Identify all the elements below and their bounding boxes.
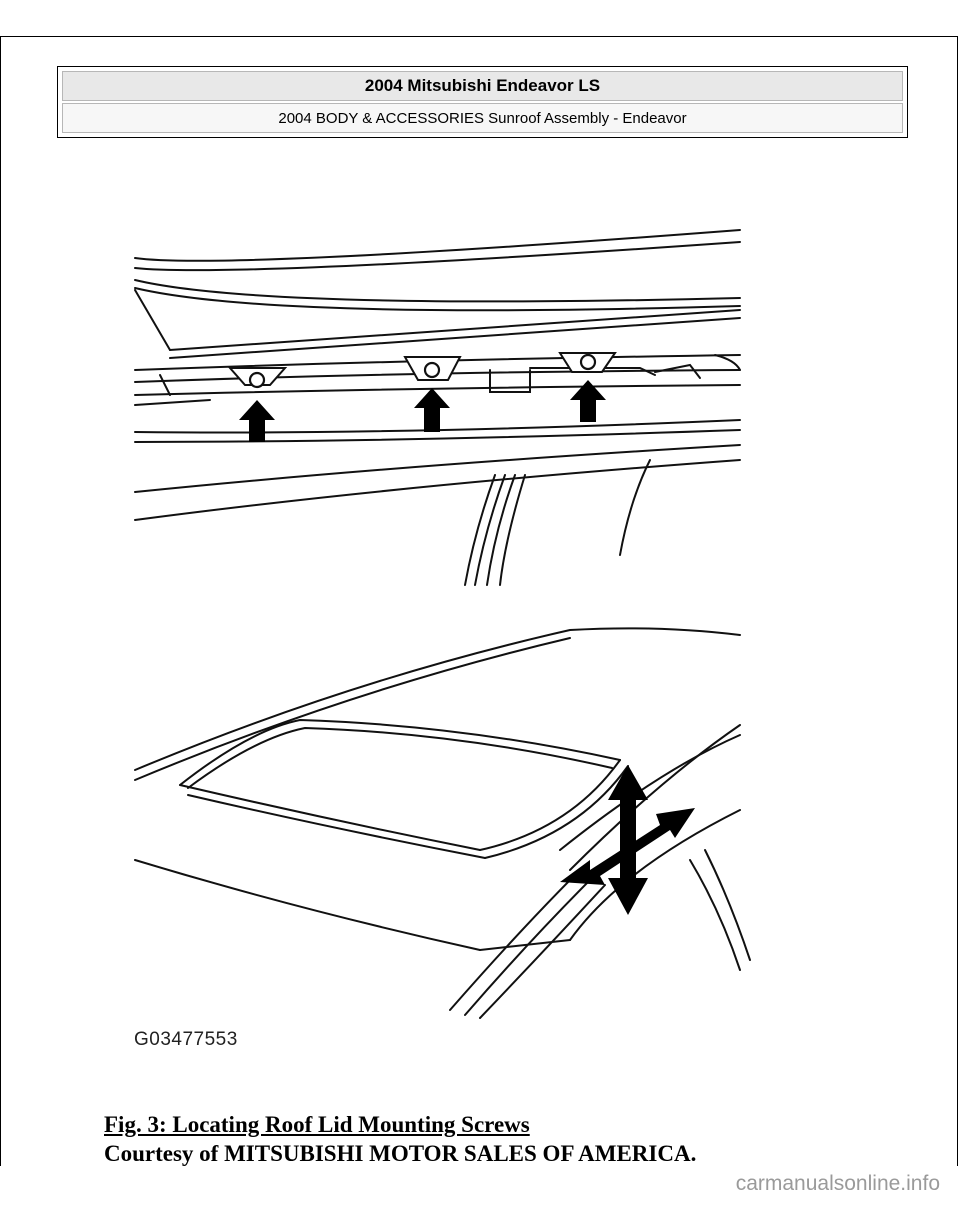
vehicle-title: 2004 Mitsubishi Endeavor LS (62, 71, 903, 101)
document-header: 2004 Mitsubishi Endeavor LS 2004 BODY & … (57, 66, 908, 138)
sunroof-diagram (100, 210, 780, 1070)
line-drawing (134, 229, 751, 1019)
section-subtitle: 2004 BODY & ACCESSORIES Sunroof Assembly… (62, 103, 903, 133)
figure-caption: Fig. 3: Locating Roof Lid Mounting Screw… (104, 1112, 884, 1168)
caption-credit: Courtesy of MITSUBISHI MOTOR SALES OF AM… (104, 1141, 697, 1166)
caption-title: Fig. 3: Locating Roof Lid Mounting Screw… (104, 1112, 530, 1137)
page-frame (0, 36, 958, 1166)
figure-code: G03477553 (134, 1029, 238, 1050)
watermark-link[interactable]: carmanualsonline.info (735, 1172, 940, 1195)
